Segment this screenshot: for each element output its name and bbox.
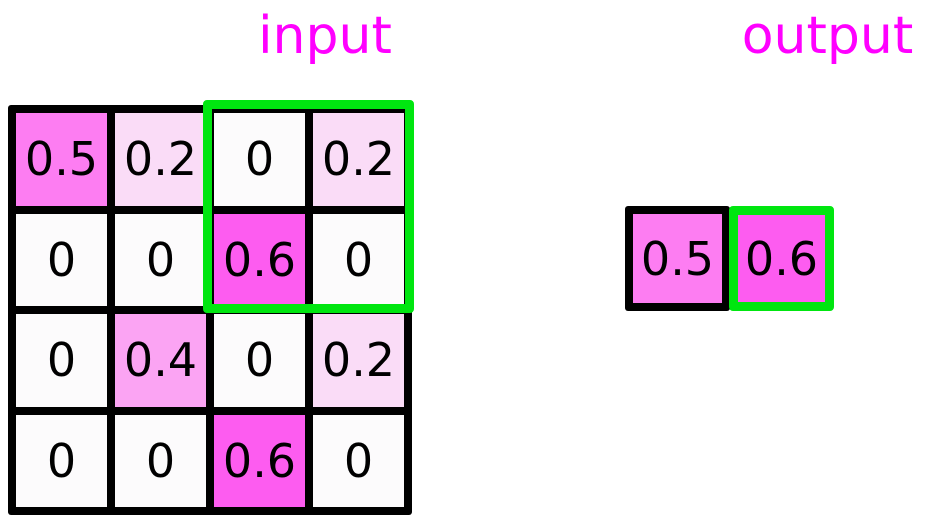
output-title: output (741, 6, 914, 66)
input-cell-r0c3: 0.2 (313, 113, 404, 206)
input-cell-r0c0: 0.5 (16, 113, 107, 206)
input-cell-r2c1: 0.4 (115, 314, 206, 407)
output-cell-r0c0-container: 0.5 (625, 206, 730, 311)
input-cell-r2c3: 0.2 (313, 314, 404, 407)
output-cell-r0c1: 0.6 (738, 215, 825, 302)
input-cell-r3c1: 0 (115, 414, 206, 507)
input-title: input (258, 6, 392, 66)
input-cell-r1c1: 0 (115, 213, 206, 306)
input-cell-r1c0: 0 (16, 213, 107, 306)
output-cell-r0c0: 0.5 (633, 214, 722, 303)
output-matrix: 0.5 0.6 (625, 206, 835, 311)
input-matrix: 0.5 0.2 0 0.2 0 0 0.6 0 0 0.4 0 0.2 0 0 … (8, 105, 412, 515)
input-cell-r0c2: 0 (214, 113, 305, 206)
input-cell-r3c0: 0 (16, 414, 107, 507)
input-cell-r1c3: 0 (313, 213, 404, 306)
input-cell-r3c2: 0.6 (214, 414, 305, 507)
input-cell-r2c2: 0 (214, 314, 305, 407)
input-cell-r3c3: 0 (313, 414, 404, 507)
input-matrix-cells: 0.5 0.2 0 0.2 0 0 0.6 0 0 0.4 0 0.2 0 0 … (8, 105, 412, 515)
input-cell-r1c2: 0.6 (214, 213, 305, 306)
output-cell-r0c1-container: 0.6 (729, 206, 834, 311)
input-cell-r2c0: 0 (16, 314, 107, 407)
input-cell-r0c1: 0.2 (115, 113, 206, 206)
